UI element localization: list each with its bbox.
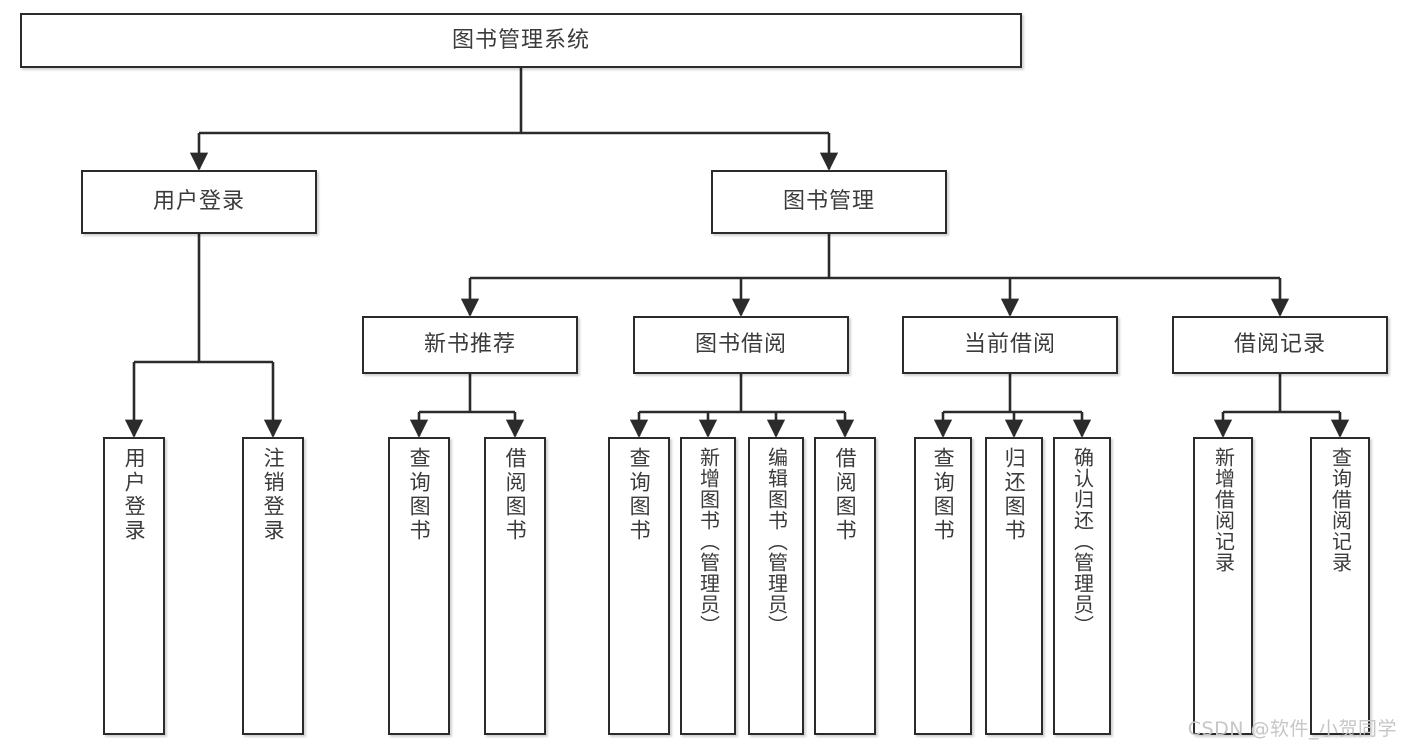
node-label: 当前借阅 (963, 332, 1056, 358)
node-label: 查询图书 (627, 447, 652, 543)
leaf-query-books-borrow[interactable]: 查询图书 (608, 437, 670, 735)
connector-bus (639, 374, 845, 414)
leaf-logout[interactable]: 注销登录 (242, 437, 304, 735)
node-label: 确认归还（管理员） (1070, 447, 1095, 636)
leaf-query-books-recommend[interactable]: 查询图书 (388, 437, 450, 735)
node-label: 图书管理系统 (451, 27, 590, 53)
node-root[interactable]: 图书管理系统 (20, 13, 1022, 68)
node-current-borrowing[interactable]: 当前借阅 (902, 316, 1118, 374)
node-label: 新增图书（管理员） (696, 447, 721, 636)
node-label: 图书借阅 (694, 332, 787, 358)
connector-bus (199, 68, 829, 135)
leaf-return-books[interactable]: 归还图书 (985, 437, 1043, 735)
node-label: 新书推荐 (423, 332, 516, 358)
connector-bus (134, 234, 273, 364)
node-label: 注销登录 (261, 447, 286, 543)
node-label: 归还图书 (1002, 447, 1027, 543)
leaf-borrow-books[interactable]: 借阅图书 (814, 437, 876, 735)
leaf-add-borrow-record[interactable]: 新增借阅记录 (1193, 437, 1253, 735)
node-label: 图书管理 (782, 189, 875, 215)
node-label: 查询图书 (407, 447, 432, 543)
leaf-query-borrow-record[interactable]: 查询借阅记录 (1310, 437, 1370, 735)
leaf-user-login[interactable]: 用户登录 (103, 437, 165, 735)
node-label: 用户登录 (152, 189, 245, 215)
connector-bus (943, 374, 1082, 414)
node-label: 借阅图书 (503, 447, 528, 543)
node-label: 新增借阅记录 (1211, 447, 1236, 573)
node-label: 编辑图书（管理员） (764, 447, 789, 636)
connector-bus (470, 234, 1280, 280)
leaf-add-book-admin[interactable]: 新增图书（管理员） (680, 437, 736, 735)
connector-bus (1223, 374, 1340, 414)
node-borrow-records[interactable]: 借阅记录 (1172, 316, 1388, 374)
node-book-management[interactable]: 图书管理 (711, 170, 947, 234)
leaf-edit-book-admin[interactable]: 编辑图书（管理员） (748, 437, 804, 735)
node-label: 查询图书 (931, 447, 956, 543)
node-book-borrowing[interactable]: 图书借阅 (633, 316, 849, 374)
leaf-confirm-return-admin[interactable]: 确认归还（管理员） (1053, 437, 1111, 735)
node-label: 借阅图书 (833, 447, 858, 543)
node-label: 借阅记录 (1233, 332, 1326, 358)
leaf-borrow-books-recommend[interactable]: 借阅图书 (484, 437, 546, 735)
leaf-query-books-current[interactable]: 查询图书 (914, 437, 972, 735)
node-label: 用户登录 (122, 447, 147, 543)
node-label: 查询借阅记录 (1328, 447, 1353, 573)
connector-bus (419, 374, 515, 414)
node-user-login[interactable]: 用户登录 (81, 170, 317, 234)
node-new-book-recommendation[interactable]: 新书推荐 (362, 316, 578, 374)
